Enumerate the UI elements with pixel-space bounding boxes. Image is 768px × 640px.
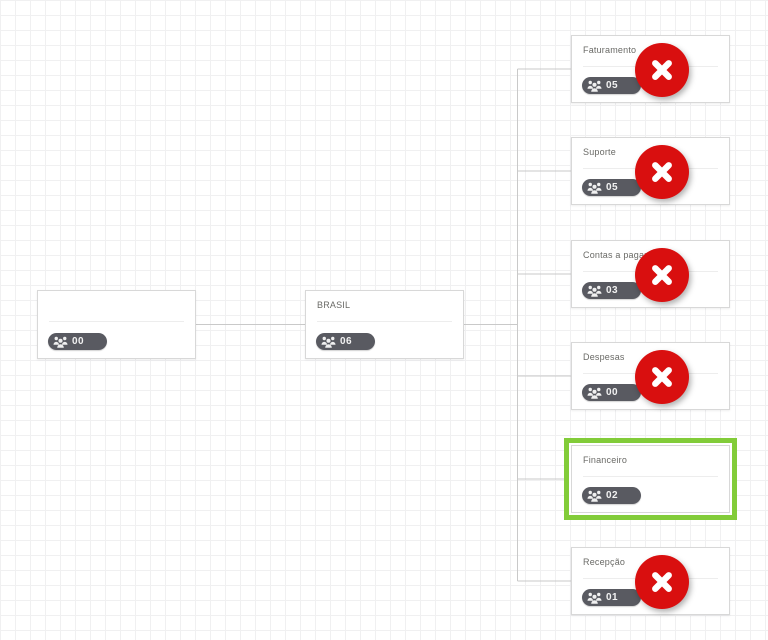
member-count-value: 00	[72, 335, 84, 347]
node-title: Contas a pagar	[583, 250, 648, 260]
node-divider	[317, 321, 452, 322]
x-circle-icon[interactable]	[635, 248, 689, 302]
member-count-badge[interactable]: 00	[48, 333, 107, 350]
node-divider	[583, 476, 718, 477]
node-title: Faturamento	[583, 45, 637, 55]
users-group-icon	[587, 285, 602, 297]
node-title: Financeiro	[583, 455, 628, 465]
member-count-badge[interactable]: 05	[582, 77, 641, 94]
users-group-icon	[587, 592, 602, 604]
node-title: Recepção	[583, 557, 626, 567]
member-count-badge[interactable]: 01	[582, 589, 641, 606]
x-circle-icon[interactable]	[635, 350, 689, 404]
node-title: Despesas	[583, 352, 625, 362]
x-circle-icon[interactable]	[635, 555, 689, 609]
member-count-value: 05	[606, 181, 618, 193]
x-circle-icon[interactable]	[635, 43, 689, 97]
member-count-badge[interactable]: 00	[582, 384, 641, 401]
member-count-badge[interactable]: 02	[582, 487, 641, 504]
node-title: BRASIL	[317, 300, 351, 310]
org-node-root[interactable]: 00	[37, 290, 196, 359]
member-count-value: 00	[606, 386, 618, 398]
users-group-icon	[53, 336, 68, 348]
member-count-value: 03	[606, 284, 618, 296]
member-count-badge[interactable]: 05	[582, 179, 641, 196]
org-node-financeiro[interactable]: Financeiro 02	[564, 438, 737, 520]
users-group-icon	[587, 387, 602, 399]
member-count-badge[interactable]: 06	[316, 333, 375, 350]
users-group-icon	[587, 182, 602, 194]
org-node-brasil[interactable]: BRASIL 06	[305, 290, 464, 359]
users-group-icon	[321, 336, 336, 348]
member-count-value: 02	[606, 489, 618, 501]
node-divider	[49, 321, 184, 322]
users-group-icon	[587, 80, 602, 92]
node-title: Suporte	[583, 147, 616, 157]
x-circle-icon[interactable]	[635, 145, 689, 199]
member-count-value: 05	[606, 79, 618, 91]
member-count-value: 06	[340, 335, 352, 347]
users-group-icon	[587, 490, 602, 502]
member-count-badge[interactable]: 03	[582, 282, 641, 299]
member-count-value: 01	[606, 591, 618, 603]
